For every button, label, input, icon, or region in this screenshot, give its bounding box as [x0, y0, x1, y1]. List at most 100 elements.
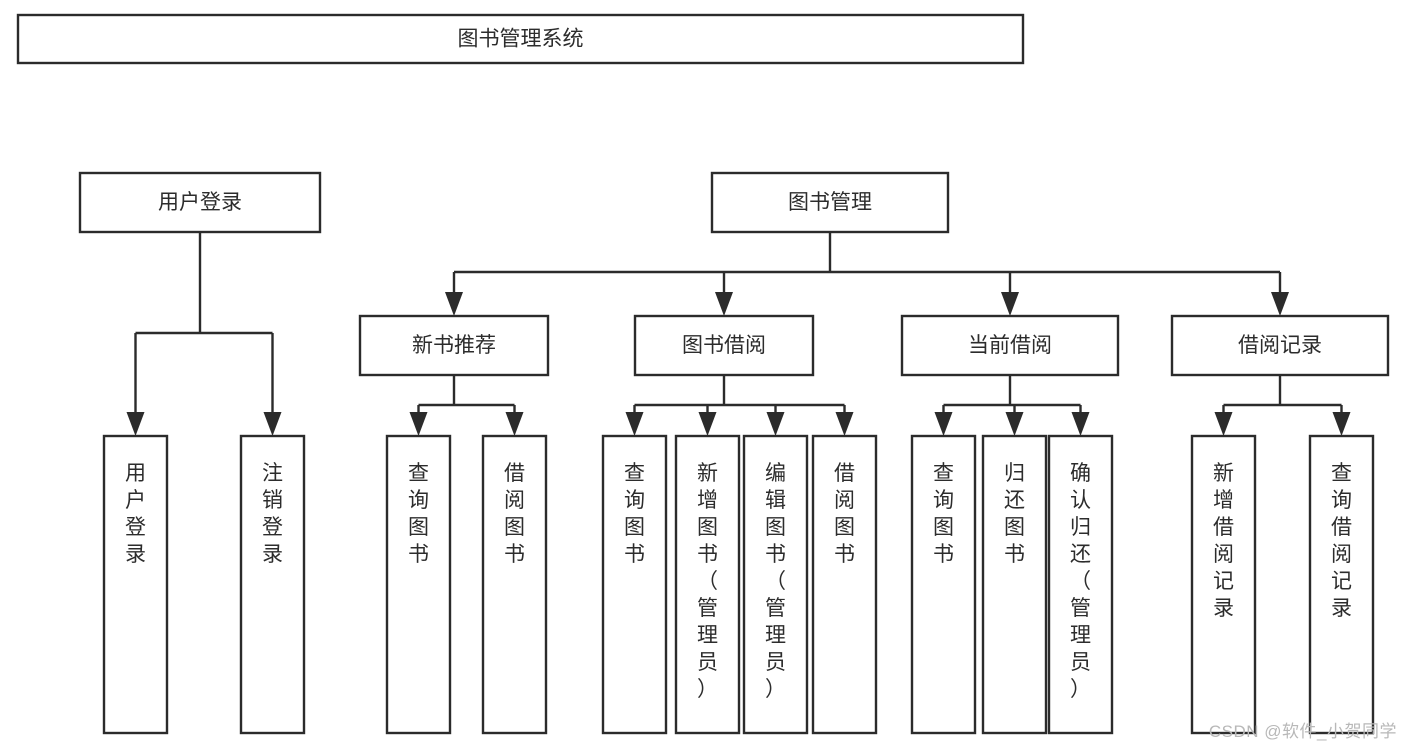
node-label-char: 录: [1331, 597, 1352, 620]
node-label-char: 理: [1070, 624, 1091, 647]
arrow-head-icon: [1001, 292, 1019, 316]
node-label-char: 还: [1004, 489, 1025, 512]
node-label-char: 录: [262, 543, 283, 566]
connector-login-to-leaves: [126, 232, 282, 436]
node-box-leaf-add-record: [1190, 434, 1257, 735]
node-label-char: （: [1070, 570, 1091, 593]
node-label-char: 借: [1213, 516, 1234, 539]
node-label-char: 书: [408, 543, 429, 566]
node-box-leaf-query-book-1: [385, 434, 452, 735]
node-label-char: 登: [262, 516, 283, 539]
node-book-manage[interactable]: 图书管理: [710, 171, 950, 234]
node-label-char: 查: [408, 462, 429, 485]
node-label-char: 图: [624, 516, 645, 539]
node-label-char: 员: [697, 651, 718, 674]
node-box-borrow-record: [1170, 314, 1390, 377]
node-label-char: 书: [765, 543, 786, 566]
node-label-char: 认: [1070, 489, 1091, 512]
node-label-char: 增: [1213, 489, 1234, 512]
node-label-char: 图: [408, 516, 429, 539]
arrow-head-icon: [698, 412, 717, 436]
connector-record-to-leaves: [1214, 375, 1351, 436]
arrow-head-icon: [505, 412, 524, 436]
node-label-char: ）: [1070, 678, 1091, 701]
arrow-head-icon: [1071, 412, 1090, 436]
node-box-user-login: [78, 171, 322, 234]
node-box-leaf-borrow-book-1: [481, 434, 548, 735]
node-box-root: [16, 13, 1025, 65]
node-label-char: 理: [765, 624, 786, 647]
node-label-char: 新: [1213, 462, 1234, 485]
node-label-char: 录: [1213, 597, 1234, 620]
node-label-char: 书: [1004, 543, 1025, 566]
connector-newbook-to-leaves: [409, 375, 524, 436]
arrow-head-icon: [409, 412, 428, 436]
node-label-char: 借: [834, 462, 855, 485]
node-layer: 图书管理系统用户登录图书管理新书推荐图书借阅当前借阅借阅记录用户登录注销登录查询…: [16, 13, 1390, 735]
node-leaf-user-login[interactable]: 用户登录: [102, 434, 169, 735]
node-label-char: 询: [933, 489, 954, 512]
node-label-char: 图: [697, 516, 718, 539]
node-label-root: 图书管理系统: [458, 28, 584, 51]
node-label-char: 录: [125, 543, 146, 566]
node-label-char: 借: [504, 462, 525, 485]
node-book-borrow[interactable]: 图书借阅: [633, 314, 815, 377]
node-label-char: 阅: [1213, 543, 1234, 566]
node-box-leaf-user-logout: [239, 434, 306, 735]
arrow-head-icon: [1271, 292, 1289, 316]
node-label-char: 图: [1004, 516, 1025, 539]
node-label-char: ）: [765, 678, 786, 701]
node-borrow-record[interactable]: 借阅记录: [1170, 314, 1390, 377]
node-label-char: 询: [1331, 489, 1352, 512]
node-label-char: 增: [697, 489, 718, 512]
connector-borrow-to-leaves: [625, 375, 854, 436]
node-label-char: 还: [1070, 543, 1091, 566]
node-label-char: 登: [125, 516, 146, 539]
node-root[interactable]: 图书管理系统: [16, 13, 1025, 65]
node-label-current-borrow: 当前借阅: [968, 334, 1052, 357]
node-current-borrow[interactable]: 当前借阅: [900, 314, 1120, 377]
node-box-book-borrow: [633, 314, 815, 377]
node-new-book-rec[interactable]: 新书推荐: [358, 314, 550, 377]
node-box-leaf-borrow-book-2: [811, 434, 878, 735]
node-label-char: 辑: [765, 489, 786, 512]
node-label-char: 用: [125, 462, 146, 485]
arrow-head-icon: [1214, 412, 1233, 436]
node-user-login[interactable]: 用户登录: [78, 171, 322, 234]
node-label-char: 查: [933, 462, 954, 485]
node-box-leaf-query-book-2: [601, 434, 668, 735]
node-label-char: 图: [504, 516, 525, 539]
node-label-borrow-record: 借阅记录: [1238, 334, 1322, 357]
node-label-book-manage: 图书管理: [788, 191, 872, 214]
node-label-char: 记: [1213, 570, 1234, 593]
node-label-char: 管: [1070, 597, 1091, 620]
node-box-leaf-user-login: [102, 434, 169, 735]
node-label-char: 询: [408, 489, 429, 512]
node-box-book-manage: [710, 171, 950, 234]
node-label-char: 查: [1331, 462, 1352, 485]
node-label-char: 理: [697, 624, 718, 647]
node-label-char: 借: [1331, 516, 1352, 539]
node-label-book-borrow: 图书借阅: [682, 334, 766, 357]
connector-manage-to-level3: [445, 232, 1289, 316]
node-box-current-borrow: [900, 314, 1120, 377]
node-label-char: 书: [834, 543, 855, 566]
arrow-head-icon: [625, 412, 644, 436]
node-label-char: 管: [697, 597, 718, 620]
node-label-char: 管: [765, 597, 786, 620]
node-label-char: （: [697, 570, 718, 593]
node-label-char: 员: [765, 651, 786, 674]
